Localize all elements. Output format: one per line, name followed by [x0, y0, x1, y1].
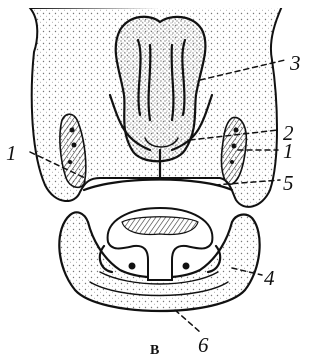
- leader-6: [175, 310, 200, 332]
- label-1-left: 1: [6, 141, 17, 165]
- label-4: 4: [264, 266, 275, 290]
- label-1-right: 1: [283, 139, 294, 163]
- label-5: 5: [283, 171, 294, 195]
- label-6: 6: [198, 333, 209, 357]
- label-3: 3: [289, 51, 301, 75]
- basal-arch: [84, 180, 232, 191]
- figure-caption: B: [150, 343, 159, 358]
